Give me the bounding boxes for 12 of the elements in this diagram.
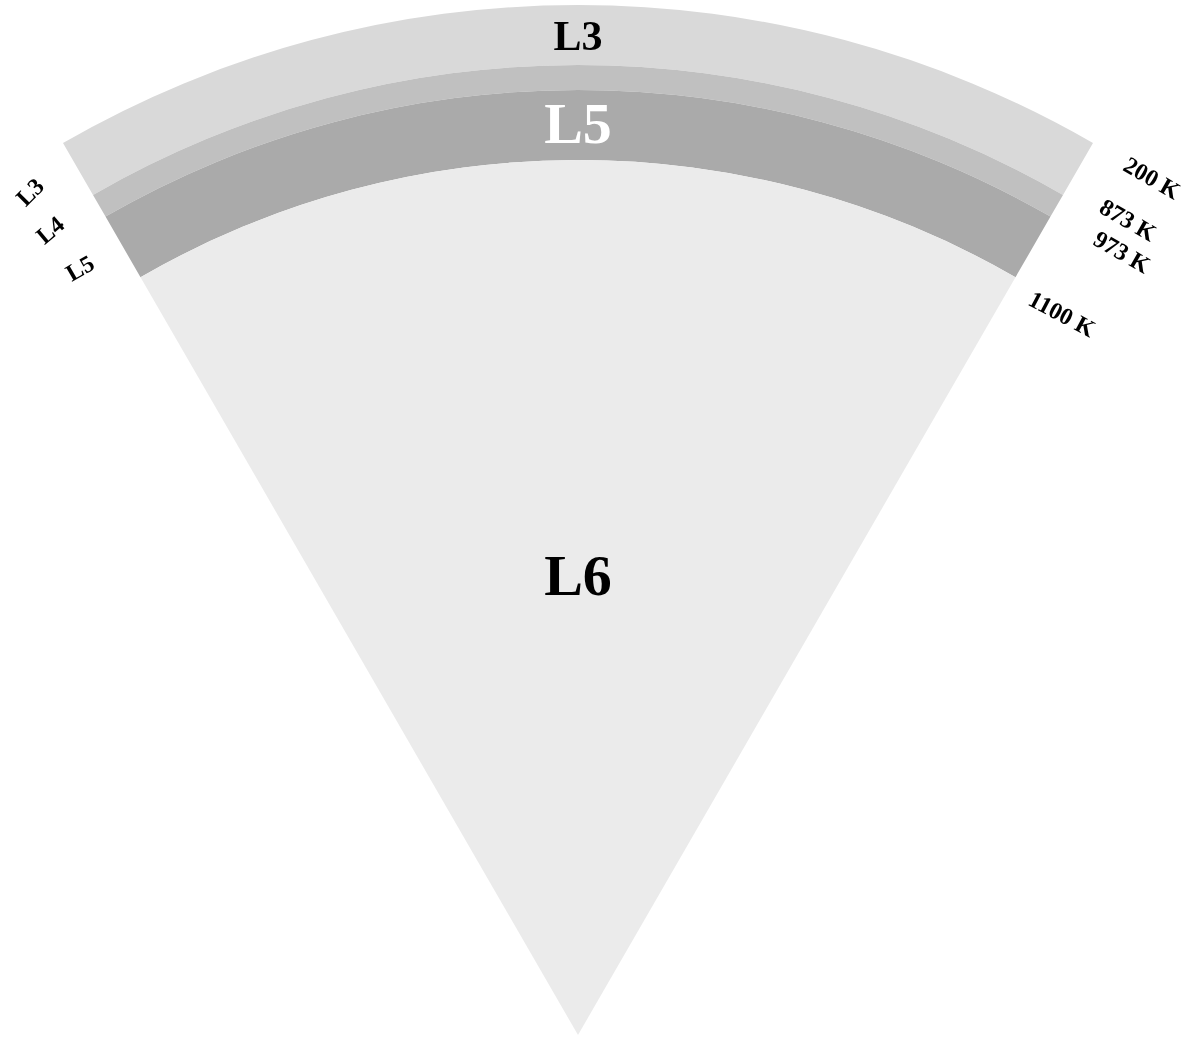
layer-label: L3 <box>11 173 49 211</box>
thin-layer-band <box>93 66 1063 217</box>
layer-name: L6 <box>544 547 612 605</box>
layer-name: L5 <box>544 95 612 153</box>
outer-layer-band <box>63 6 1093 195</box>
layer-name: L3 <box>553 15 603 57</box>
core-wedge <box>140 161 1016 1035</box>
layer-label: L4 <box>31 211 69 249</box>
temperature-label: 200 K <box>1119 152 1185 204</box>
layer-label: L5 <box>61 250 99 286</box>
temperature-label: 1100 K <box>1024 286 1100 342</box>
middle-layer-band <box>105 91 1051 278</box>
